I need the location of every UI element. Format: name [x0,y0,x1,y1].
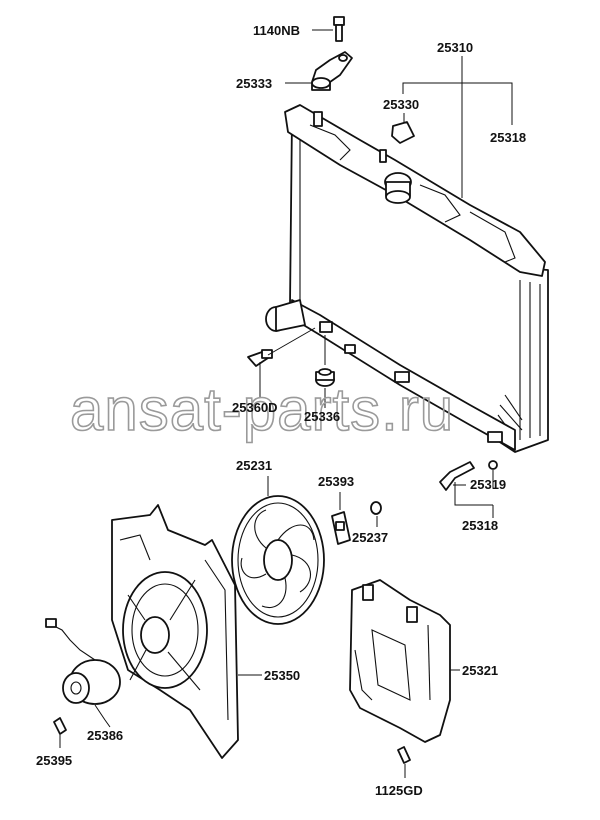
label-25318-top: 25318 [490,130,526,145]
label-25393: 25393 [318,474,354,489]
bolt-1140nb [333,16,345,42]
drain-plug-25319 [439,460,498,491]
outlet-pipe [265,299,306,332]
fan-25231 [231,495,325,625]
label-25237: 25237 [352,530,388,545]
oring-25237 [370,501,382,515]
label-25319: 25319 [470,477,506,492]
label-25336: 25336 [304,409,340,424]
clip-25393 [331,511,351,545]
sensor-25360d [247,349,273,367]
motor-25386 [45,618,121,705]
label-25231: 25231 [236,458,272,473]
label-25321: 25321 [462,663,498,678]
shroud-25350 [111,504,239,759]
radiator [265,104,549,453]
screw-25395 [53,717,67,735]
part-labels: 1140NB 25333 25310 25330 25318 25360D 25… [36,23,526,798]
watermark-text: ansat-parts.ru [70,376,454,443]
bracket-25333 [311,51,353,91]
seal-25330 [391,121,415,144]
label-25310: 25310 [437,40,473,55]
label-25386: 25386 [87,728,123,743]
label-1140nb: 1140NB [253,23,300,38]
radiator-core-fins [299,140,541,440]
label-25350: 25350 [264,668,300,683]
label-25395: 25395 [36,753,72,768]
leader-lines [59,29,513,778]
module-25321 [349,579,451,743]
radiator-cap [384,172,412,204]
label-25330: 25330 [383,97,419,112]
grommet-25336 [315,368,335,387]
label-25333: 25333 [236,76,272,91]
label-25360d: 25360D [232,400,278,415]
screw-1125gd [397,746,411,764]
label-25318-bottom: 25318 [462,518,498,533]
label-1125gd: 1125GD [375,783,423,798]
